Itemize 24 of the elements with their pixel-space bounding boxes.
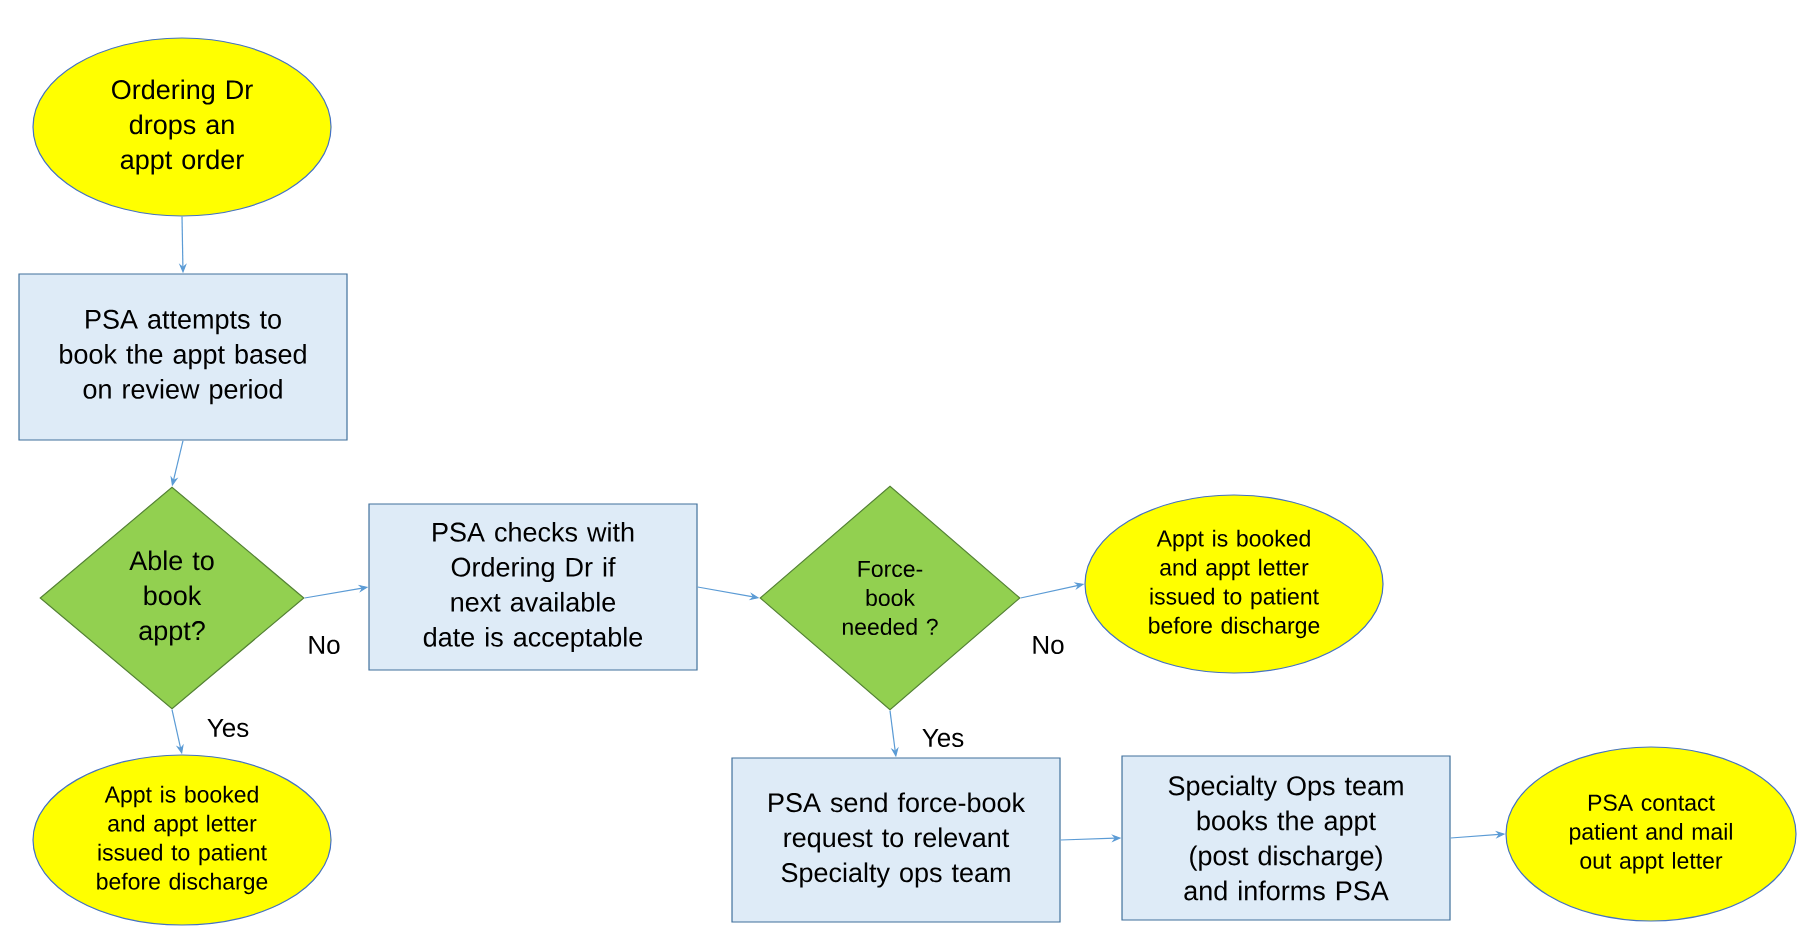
node-label: PSA send force-book request to relevant Specialty ops team [769,792,1026,888]
edge-label: Yes [919,726,967,750]
edge-label: No [1029,633,1067,657]
decision-diamond [39,486,305,710]
terminal-ellipse [32,37,332,217]
node-label: Appt is booked and appt letter issued to patient before discharge [97,785,268,895]
node-label: Specialty Ops team books the appt (post discharge) and informs PSA [1168,775,1403,901]
terminal-ellipse [32,754,332,926]
node-label: PSA checks with Ordering Dr if next available date is acceptable [423,521,643,653]
node-label: Able to book appt? [129,550,214,646]
terminal-ellipse [1084,494,1384,674]
process-box [368,503,698,671]
terminal-ellipse [1505,746,1797,922]
process-box [18,273,348,441]
process-box [1121,755,1451,921]
decision-diamond [759,485,1021,711]
process-box [731,757,1061,923]
edge-label: No [305,633,343,657]
edge-label: Yes [204,716,252,740]
node-label: Appt is booked and appt letter issued to patient before discharge [1149,529,1320,639]
node-label: PSA contact patient and mail out appt letter [1570,794,1732,874]
node-label: PSA attempts to book the appt based on review period [60,309,306,405]
node-label: Force-book needed ? [842,560,938,635]
node-label: Ordering Dr drops an appt order [112,79,253,175]
